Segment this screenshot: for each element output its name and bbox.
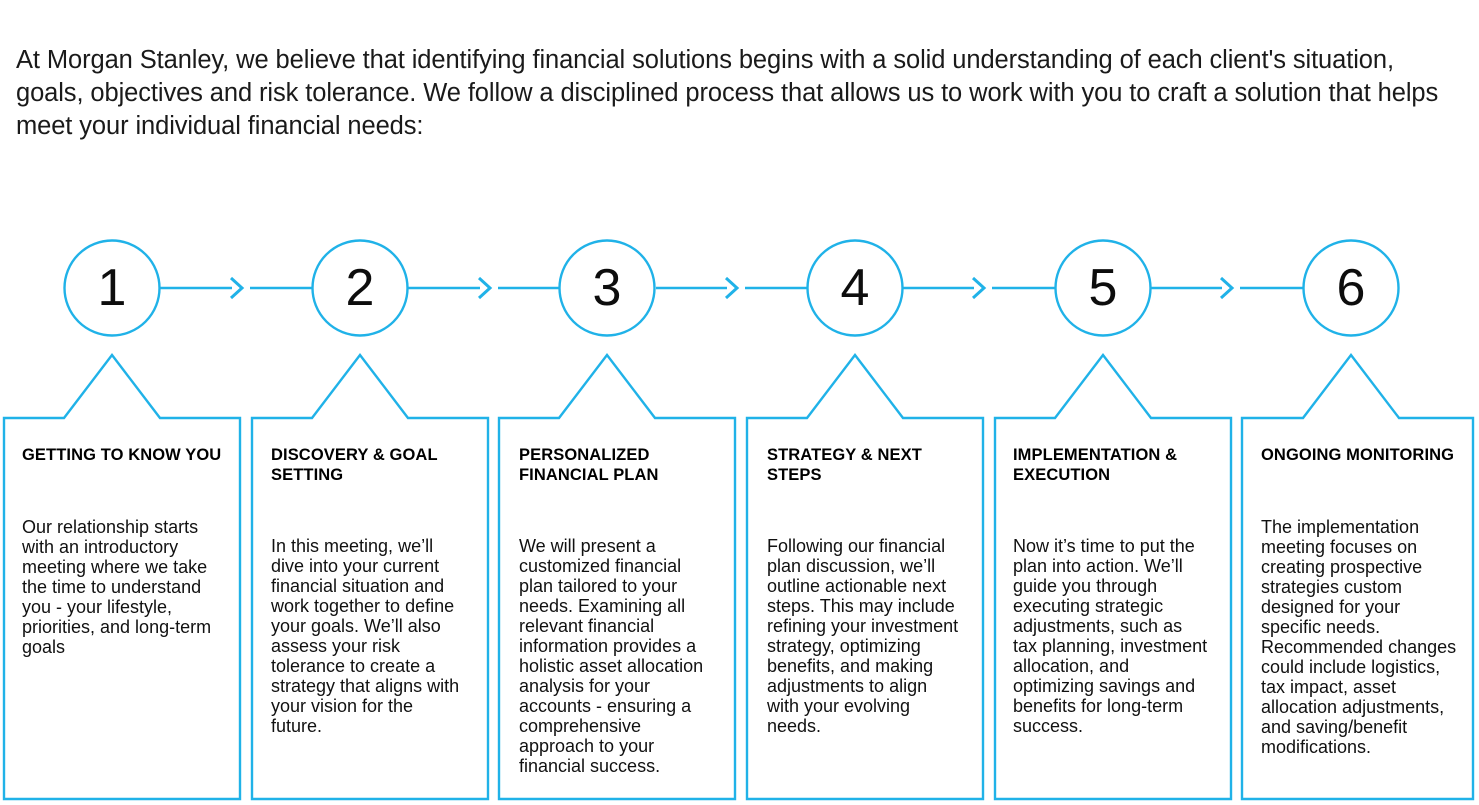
step-callout-outline-3: [497, 353, 737, 801]
step-callout-outline-5: [993, 353, 1233, 801]
step-callout-outline-2: [250, 353, 490, 801]
step-circle-4: [806, 239, 904, 337]
step-circle-5: [1054, 239, 1152, 337]
step-card-1: GETTING TO KNOW YOU Our relationship sta…: [22, 446, 222, 657]
step-card-title-3: PERSONALIZED FINANCIAL PLAN: [519, 446, 659, 484]
intro-paragraph: At Morgan Stanley, we believe that ident…: [16, 46, 1439, 140]
step-circle-1: [63, 239, 161, 337]
step-number-5: 5: [1088, 259, 1118, 317]
step-card-6: ONGOING MONITORING The implementation me…: [1261, 446, 1461, 757]
step-number-6: 6: [1336, 259, 1366, 317]
step-card-2: DISCOVERY & GOAL SETTING In this meeting…: [271, 446, 467, 736]
step-card-3: PERSONALIZED FINANCIAL PLAN We will pres…: [519, 446, 715, 776]
chevron-right-icon-5: [1219, 276, 1235, 300]
step-callout-outline-4: [745, 353, 985, 801]
step-circle-6: [1302, 239, 1400, 337]
step-card-title-1: GETTING TO KNOW YOU: [22, 446, 222, 464]
step-card-title-6: ONGOING MONITORING: [1261, 446, 1455, 464]
step-number-3: 3: [592, 259, 622, 317]
step-number-1: 1: [97, 259, 127, 317]
step-circle-3: [558, 239, 656, 337]
chevron-right-icon-4: [971, 276, 987, 300]
step-card-body-5: Now it’s time to put the plan into actio…: [1013, 536, 1208, 736]
step-number-2: 2: [345, 259, 375, 317]
step-card-4: STRATEGY & NEXT STEPS Following our fina…: [767, 446, 963, 736]
step-card-title-2: DISCOVERY & GOAL SETTING: [271, 446, 438, 484]
chevron-right-icon-1: [229, 276, 245, 300]
step-card-body-4: Following our financial plan discussion,…: [767, 536, 959, 736]
chevron-right-icon-2: [477, 276, 493, 300]
step-card-body-1: Our relationship starts with an introduc…: [22, 516, 212, 657]
step-card-title-5: IMPLEMENTATION & EXECUTION: [1013, 446, 1178, 484]
step-callout-outline-1: [2, 353, 242, 801]
step-number-4: 4: [840, 259, 870, 317]
step-card-body-3: We will present a customized financial p…: [519, 536, 704, 776]
step-card-title-4: STRATEGY & NEXT STEPS: [767, 446, 922, 484]
step-card-5: IMPLEMENTATION & EXECUTION Now it’s time…: [1013, 446, 1211, 736]
step-card-body-6: The implementation meeting focuses on cr…: [1261, 516, 1457, 757]
step-circle-2: [311, 239, 409, 337]
step-card-body-2: In this meeting, we’ll dive into your cu…: [271, 536, 460, 736]
chevron-right-icon-3: [724, 276, 740, 300]
step-callout-outline-6: [1240, 353, 1475, 801]
